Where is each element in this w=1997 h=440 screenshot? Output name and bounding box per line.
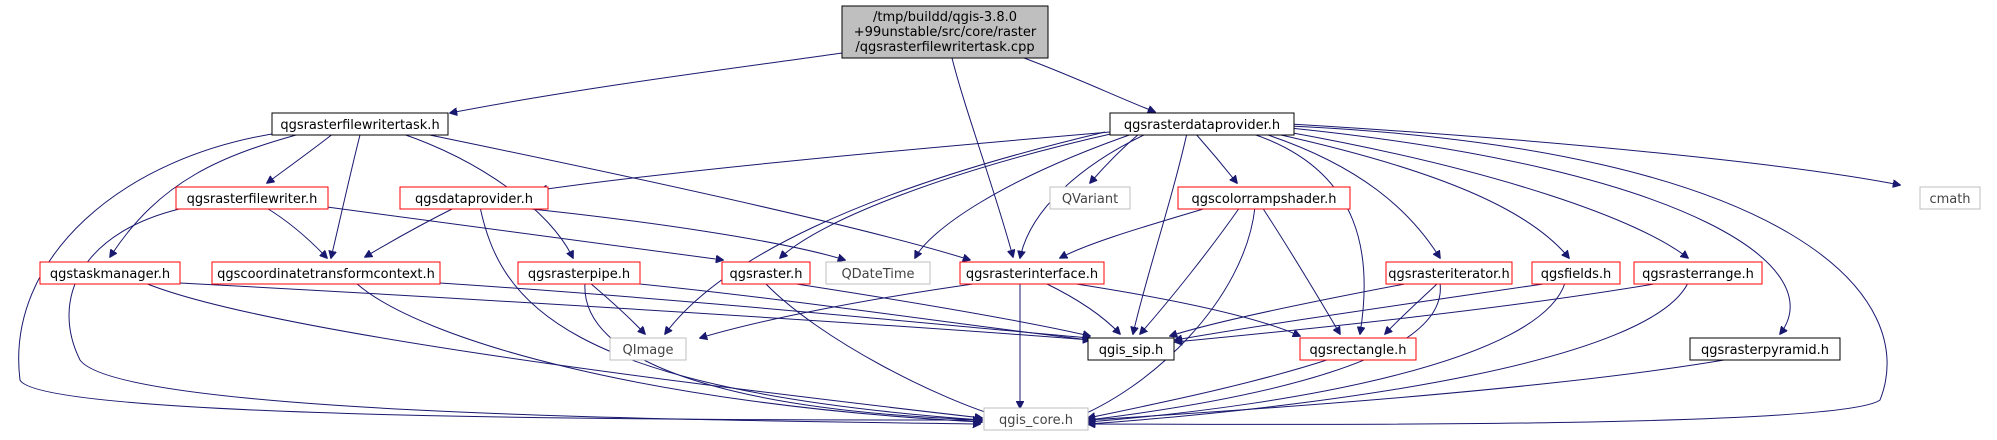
edge-root-to-qgsrasterdataprovider: [1023, 57, 1155, 112]
edge-qgsrasterpipe-to-qimage: [589, 282, 645, 334]
node-cmath[interactable]: cmath: [1919, 186, 1981, 210]
node-qgscoordinatetransformcontext-label: qgscoordinatetransformcontext.h: [217, 267, 435, 282]
edge-qgsdataprovider-to-qgscoordinatetransformcontext: [365, 206, 457, 257]
edge-qgsrasterdataprovider-to-qgis_core: [1088, 125, 1888, 424]
node-qgsrasterdataprovider[interactable]: qgsrasterdataprovider.h: [1109, 112, 1295, 136]
edge-root-to-qgsrasterinterface: [951, 57, 1013, 257]
node-qgsfields[interactable]: qgsfields.h: [1531, 261, 1621, 285]
edge-qgsrasterfilewritertask-to-qgscoordinatetransformcontext: [331, 134, 361, 258]
node-qgsrasteriterator[interactable]: qgsrasteriterator.h: [1385, 261, 1513, 285]
edge-qgsrasterfilewriter-to-qgscoordinatetransformcontext: [264, 206, 327, 258]
node-qgsrectangle-label: qgsrectangle.h: [1309, 343, 1406, 358]
node-qgsraster-label: qgsraster.h: [730, 267, 803, 282]
edge-qgscoordinatetransformcontext-to-qgis_sip: [439, 282, 1090, 338]
edge-qgsrasterdataprovider-to-qgsraster: [780, 132, 1116, 258]
node-qgsrasterinterface-label: qgsrasterinterface.h: [966, 267, 1098, 282]
node-qgsrasterfilewriter-label: qgsrasterfilewriter.h: [187, 192, 318, 207]
edge-root-to-qgsrasterfilewritertask: [450, 52, 843, 113]
edge-qgsrasterinterface-to-qgis_sip: [1044, 282, 1120, 334]
edge-qgscolorrampshader-to-qgis_core: [1070, 206, 1256, 420]
node-qgsrasterdataprovider-label: qgsrasterdataprovider.h: [1124, 118, 1280, 133]
edge-qgsrasterrange-to-qgis_sip: [1175, 282, 1661, 342]
node-qgsrasterrange[interactable]: qgsrasterrange.h: [1633, 261, 1763, 285]
node-qgsrasterfilewriter[interactable]: qgsrasterfilewriter.h: [175, 186, 329, 210]
edge-qgsraster-to-qgis_sip: [789, 282, 1090, 336]
node-qgsrasterrange-label: qgsrasterrange.h: [1642, 267, 1754, 282]
edge-qgsrasterfilewritertask-to-qgstaskmanager: [110, 131, 308, 257]
node-qgsrasterfilewritertask[interactable]: qgsrasterfilewritertask.h: [271, 112, 449, 136]
edge-qgsfields-to-qgis_core: [1088, 282, 1566, 422]
edge-qgsrasterdataprovider-to-qgsrectangle: [1249, 132, 1364, 334]
node-qgscoordinatetransformcontext[interactable]: qgscoordinatetransformcontext.h: [211, 261, 441, 285]
edge-qgsrasteriterator-to-qgis_sip: [1170, 282, 1411, 336]
edge-qgsrasterdataprovider-to-qgsfields: [1271, 132, 1569, 258]
node-qgstaskmanager-label: qgstaskmanager.h: [50, 267, 170, 282]
node-qdatetime[interactable]: QDateTime: [825, 261, 931, 285]
node-cmath-label: cmath: [1929, 192, 1970, 207]
edge-qgsrectangle-to-qgis_core: [1088, 358, 1331, 418]
edge-qgsrasterinterface-to-qgsrectangle: [1069, 282, 1300, 336]
edge-qgstaskmanager-to-qgis_sip: [179, 282, 1090, 340]
edge-qgsrasterinterface-to-qimage: [700, 282, 981, 338]
node-qgsrectangle[interactable]: qgsrectangle.h: [1299, 337, 1417, 361]
edge-qgstaskmanager-to-qgis_core: [144, 282, 982, 418]
edge-qgsrasterpipe-to-qgis_sip: [629, 282, 1090, 340]
edge-qgsrasterpyramid-to-qgis_core: [1088, 358, 1731, 420]
node-qgsdataprovider-label: qgsdataprovider.h: [415, 192, 533, 207]
edge-qgsrasterpipe-to-qgis_core: [584, 282, 982, 420]
node-qgsdataprovider[interactable]: qgsdataprovider.h: [399, 186, 549, 210]
node-qgsrasterpyramid[interactable]: qgsrasterpyramid.h: [1689, 337, 1841, 361]
node-qgsrasterinterface[interactable]: qgsrasterinterface.h: [959, 261, 1105, 285]
edge-qgsrasterdataprovider-to-qgscolorrampshader: [1194, 132, 1237, 183]
node-qgsrasterpipe[interactable]: qgsrasterpipe.h: [517, 261, 641, 285]
edge-qgsrasterdataprovider-to-qdatetime: [915, 132, 1136, 258]
edge-qgsrasterdataprovider-to-qgsdataprovider: [540, 131, 1111, 190]
edge-qgsrasterdataprovider-to-qgsrasteriterator: [1261, 132, 1440, 258]
node-qgis_core[interactable]: qgis_core.h: [983, 407, 1089, 431]
edge-qgsrasterdataprovider-to-qgsrasterrange: [1281, 130, 1688, 258]
edge-qgsrasterdataprovider-to-qvariant: [1090, 132, 1141, 183]
node-qvariant-label: QVariant: [1062, 192, 1118, 207]
node-qimage-label: QImage: [623, 343, 674, 358]
edge-qgscoordinatetransformcontext-to-qgis_core: [355, 282, 982, 422]
node-qgsrasterpipe-label: qgsrasterpipe.h: [528, 267, 630, 282]
edges: [18, 52, 1900, 424]
root-node-line-2: +99unstable/src/core/raster: [854, 25, 1037, 40]
edge-qgscolorrampshader-to-qgis_sip: [1140, 206, 1241, 334]
node-qgsfields-label: qgsfields.h: [1541, 267, 1611, 282]
edge-qgsrasterdataprovider-to-qgsrasterpyramid: [1289, 127, 1791, 334]
edge-qgscolorrampshader-to-qgsrasterinterface: [1060, 206, 1211, 258]
node-qgscolorrampshader[interactable]: qgscolorrampshader.h: [1177, 186, 1351, 210]
edge-qgsdataprovider-to-qdatetime: [511, 206, 845, 260]
root-node[interactable]: /tmp/buildd/qgis-3.8.0 +99unstable/src/c…: [841, 5, 1049, 59]
edge-qgsfields-to-qgis_sip: [1175, 282, 1551, 340]
root-node-line-3: /qgsrasterfilewritertask.cpp: [855, 40, 1034, 55]
node-qimage[interactable]: QImage: [609, 337, 687, 361]
edge-qgsrasteriterator-to-qgsrectangle: [1385, 282, 1439, 334]
node-qgsraster[interactable]: qgsraster.h: [721, 261, 811, 285]
node-qdatetime-label: QDateTime: [841, 267, 914, 282]
edge-qgsrasterdataprovider-to-qimage: [665, 131, 1106, 334]
edge-qgsraster-to-qgis_core: [764, 282, 1004, 418]
node-qgis_sip[interactable]: qgis_sip.h: [1087, 337, 1175, 361]
node-qgsrasterpyramid-label: qgsrasterpyramid.h: [1701, 343, 1829, 358]
edge-qgsrasterdataprovider-to-cmath: [1289, 123, 1900, 185]
node-qgis_core-label: qgis_core.h: [999, 413, 1073, 428]
node-qgscolorrampshader-label: qgscolorrampshader.h: [1191, 192, 1336, 207]
edge-qgsrasterfilewritertask-to-qgsrasterfilewriter: [267, 132, 335, 183]
edge-qgsrasterdataprovider-to-qgis_sip: [1133, 132, 1188, 334]
node-qgsrasterfilewritertask-label: qgsrasterfilewritertask.h: [280, 118, 439, 133]
edge-qgscolorrampshader-to-qgsrectangle: [1261, 206, 1340, 334]
edge-qgsrasteriterator-to-qgis_core: [1088, 282, 1441, 420]
edge-qgsrasterfilewriter-to-qgsraster: [326, 206, 723, 260]
edge-qgsrasterfilewritertask-to-qgsrasterinterface: [419, 132, 970, 260]
node-qgis_sip-label: qgis_sip.h: [1099, 343, 1163, 358]
node-qgsrasteriterator-label: qgsrasteriterator.h: [1388, 267, 1509, 282]
node-qvariant[interactable]: QVariant: [1049, 186, 1131, 210]
edge-qgsdataprovider-to-qgis_core: [479, 206, 982, 420]
edge-qgsrasterrange-to-qgis_core: [1088, 282, 1689, 424]
node-qgstaskmanager[interactable]: qgstaskmanager.h: [39, 261, 181, 285]
root-node-line-1: /tmp/buildd/qgis-3.8.0: [873, 10, 1017, 25]
